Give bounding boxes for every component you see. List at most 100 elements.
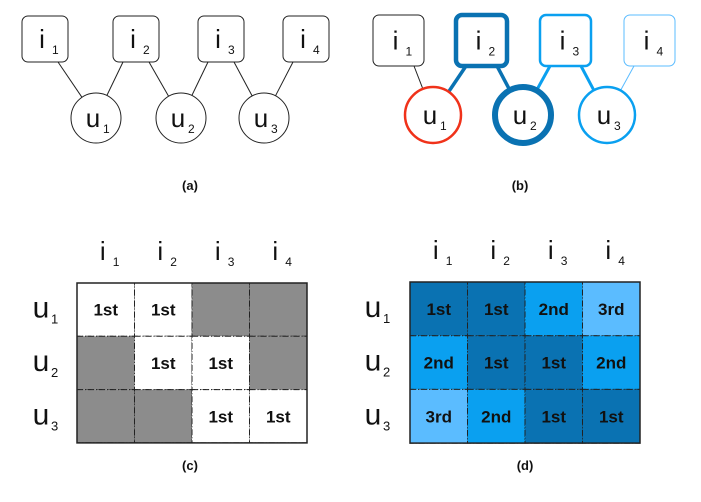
cell-rank: 2nd (539, 300, 569, 319)
item-node-box (453, 12, 510, 69)
edge (620, 65, 635, 91)
item-node-label-letter: i (215, 24, 221, 54)
cell-rank: 1st (541, 354, 566, 373)
user-node-label-letter: u (597, 100, 611, 130)
matrix-cell (582, 388, 641, 444)
user-node-label-subscript: 1 (103, 122, 110, 136)
user-node-circle (238, 92, 290, 144)
item-node-box (21, 15, 69, 63)
edge (106, 61, 124, 96)
row-header-letter: u (365, 345, 382, 378)
user-node-label-letter: u (423, 100, 437, 130)
item-node-label-letter: i (476, 26, 482, 56)
edge (579, 65, 596, 91)
column-header-subscript: 4 (285, 255, 292, 269)
edge (57, 61, 83, 98)
item-node-label-subscript: 4 (657, 45, 664, 59)
item-node-label-subscript: 4 (313, 43, 320, 57)
user-node-label-subscript: 2 (530, 119, 537, 133)
matrix-cell (76, 389, 135, 444)
row-header-letter: u (365, 291, 382, 324)
matrix-cell (76, 335, 135, 391)
user-node-label-letter: u (513, 100, 527, 130)
row-header-letter: u (33, 345, 50, 378)
user-node-label-subscript: 2 (188, 122, 195, 136)
column-header-letter: i (100, 236, 106, 266)
edge (148, 61, 170, 97)
caption-d: (d) (517, 458, 534, 473)
cell-rank: 2nd (596, 354, 626, 373)
item-node-label-letter: i (300, 24, 306, 54)
cell-rank: 1st (599, 407, 624, 426)
caption-b: (b) (512, 178, 529, 193)
matrix-cell (191, 389, 250, 444)
cell-rank: 1st (484, 354, 509, 373)
matrix-cell (582, 281, 641, 337)
user-node-circle (492, 84, 554, 146)
row-header-subscript: 3 (51, 418, 58, 433)
item-node-label-letter: i (644, 26, 650, 56)
edge (447, 65, 468, 93)
column-header-subscript: 3 (561, 254, 568, 268)
matrix-cell (249, 389, 308, 444)
cell-rank: 1st (426, 300, 451, 319)
matrix-cell (467, 281, 526, 337)
user-node-label-letter: u (86, 103, 100, 133)
column-header-letter: i (605, 235, 611, 265)
item-node-label-subscript: 3 (228, 43, 235, 57)
matrix-cell (409, 388, 468, 444)
row-header-subscript: 2 (51, 365, 58, 380)
matrix-border (76, 282, 308, 444)
cell-rank: 1st (484, 300, 509, 319)
user-node-label-letter: u (171, 103, 185, 133)
matrix-cell (524, 388, 583, 444)
panel-a-graph (21, 15, 330, 144)
matrix-cell (467, 335, 526, 390)
column-header-letter: i (215, 236, 221, 266)
edge (191, 61, 209, 96)
item-node-box (372, 14, 425, 67)
matrix-cell (134, 335, 193, 391)
matrix-cell (249, 335, 308, 391)
column-header-subscript: 3 (228, 255, 235, 269)
cell-rank: 3rd (426, 407, 452, 426)
cell-rank: 1st (93, 301, 118, 320)
row-header-letter: u (365, 398, 382, 431)
cell-rank: 1st (541, 407, 566, 426)
matrix-cell (409, 335, 468, 390)
edge (233, 61, 253, 97)
panel-b-graph (372, 12, 676, 146)
user-node-circle (70, 92, 122, 144)
cell-rank: 1st (151, 301, 176, 320)
item-node-label-letter: i (560, 26, 566, 56)
matrix-cell (409, 281, 468, 337)
caption-a: (a) (182, 178, 198, 193)
item-node-label-letter: i (130, 24, 136, 54)
edge (535, 65, 552, 92)
edge (495, 65, 512, 92)
matrix-cell (249, 282, 308, 337)
item-node-label-letter: i (393, 26, 399, 56)
matrix-cell (467, 388, 526, 444)
item-node-box (112, 15, 160, 63)
item-node-label-subscript: 1 (52, 43, 59, 57)
